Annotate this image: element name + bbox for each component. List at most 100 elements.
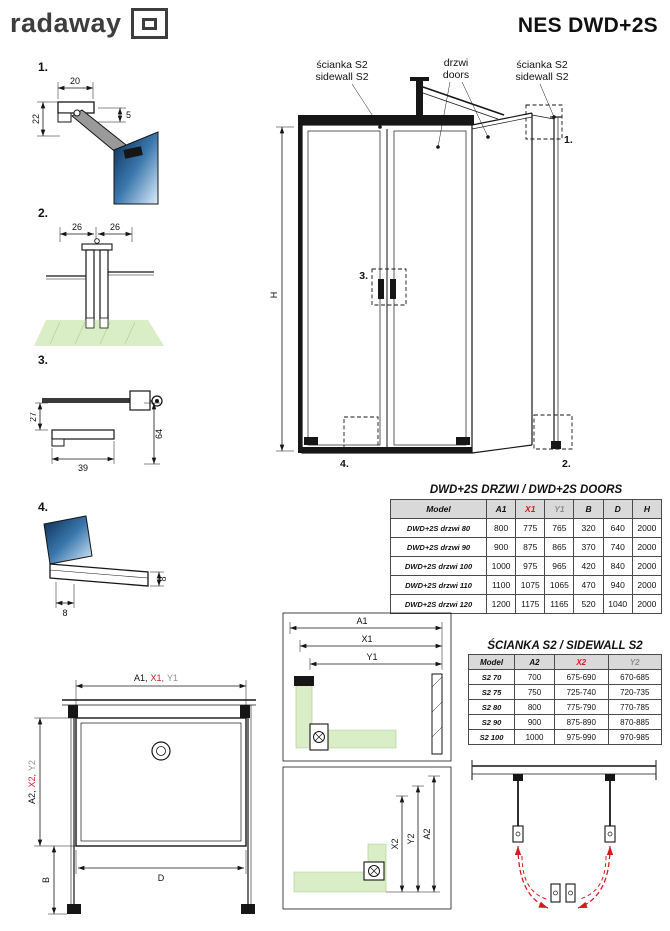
cell-value: 940 — [602, 575, 633, 595]
table-row: DWD+2S drzwi 80 800 775 765 320 640 2000 — [390, 518, 663, 538]
door-handle-left — [378, 279, 384, 299]
door-handle-right — [390, 279, 396, 299]
glass-edge — [42, 398, 142, 403]
table-row: DWD+2S drzwi 120 1200 1175 1165 520 1040… — [390, 594, 663, 614]
col-header: X2 — [554, 654, 609, 670]
callout-box-1 — [525, 104, 563, 140]
cell-value: 2000 — [631, 575, 663, 595]
callout-label-2: 2. — [562, 458, 571, 470]
cell-value: 965 — [544, 556, 575, 576]
cell-model: DWD+2S drzwi 100 — [390, 556, 487, 576]
col-header: X1 — [515, 499, 546, 519]
cell-value: 750 — [514, 684, 555, 700]
table-row: S2 75 750 725-740 720-735 — [468, 684, 662, 700]
detail-4-figure: 8 8 — [43, 515, 168, 618]
cell-value: 1175 — [515, 594, 546, 614]
radaway-logo: radaway — [10, 8, 168, 39]
table-row: DWD+2S drzwi 110 1100 1075 1065 470 940 … — [390, 575, 663, 595]
table-header-row: Model A1 X1 Y1 B D H — [390, 499, 663, 519]
threshold-profile — [49, 563, 149, 587]
dim-label: Y1 — [366, 652, 377, 662]
cell-value: 800 — [485, 518, 517, 538]
cell-value: 725-740 — [554, 684, 609, 700]
dim-label: 64 — [154, 429, 164, 439]
svg-text:sidewall S2: sidewall S2 — [315, 71, 368, 83]
col-header: B — [573, 499, 604, 519]
detail-1-label: 1. — [38, 60, 49, 74]
sidewall-table: Model A2 X2 Y2 S2 70 700 675-690 670-685… — [468, 654, 662, 745]
cell-value: 975-990 — [554, 729, 609, 745]
detail-3-figure: 27 39 64 — [30, 390, 164, 473]
cell-value: 420 — [573, 556, 604, 576]
callout-box-3 — [371, 268, 407, 306]
cell-value: 970-985 — [607, 729, 662, 745]
cell-value: 2000 — [631, 594, 663, 614]
cell-value: 870-885 — [607, 714, 662, 730]
cell-value: 765 — [544, 518, 575, 538]
cell-value: 720-735 — [607, 684, 662, 700]
dim-label: 8 — [158, 576, 168, 581]
cell-value: 875 — [515, 537, 546, 557]
bottom-profile — [51, 429, 115, 440]
cell-model: DWD+2S drzwi 110 — [390, 575, 487, 595]
shower-tray — [75, 717, 247, 847]
col-header: Y1 — [544, 499, 575, 519]
wall-post — [416, 81, 423, 115]
cell-value: 1200 — [485, 594, 517, 614]
cell-value: 520 — [573, 594, 604, 614]
callout-label-3: 3. — [359, 270, 368, 282]
cell-model: DWD+2S drzwi 120 — [390, 594, 487, 614]
cell-value: 1000 — [514, 729, 555, 745]
detail-4-label: 4. — [38, 500, 49, 514]
cell-value: 775-790 — [554, 699, 609, 715]
sidewall-table-title: ŚCIANKA S2 / SIDEWALL S2 — [487, 640, 643, 652]
table-row: DWD+2S drzwi 90 900 875 865 370 740 2000 — [390, 537, 663, 557]
door-panel-left — [307, 130, 381, 446]
swing-arc-left — [514, 845, 549, 909]
door-panel-right — [393, 130, 467, 446]
callout-box-4 — [343, 416, 379, 452]
corner-detail-bottom-figure: X2 Y2 A2 — [282, 766, 452, 910]
plan-b-dim-label: B — [41, 877, 51, 883]
door-clamp-right — [565, 883, 576, 903]
cell-value: 675-690 — [554, 669, 609, 685]
cell-model: DWD+2S drzwi 80 — [390, 518, 487, 538]
swing-arc-right — [577, 845, 614, 909]
plan-top-dim-label: A1,X1,Y1 — [134, 673, 178, 683]
table-row: S2 100 1000 975-990 970-985 — [468, 729, 662, 745]
detail-2-figure: 26 26 — [34, 222, 164, 346]
plan-figure: A1,X1,Y1 A2,X2,Y2 B D — [27, 673, 256, 915]
callout-label-1: 1. — [564, 134, 573, 146]
col-header: A1 — [485, 499, 517, 519]
svg-text:sidewall S2: sidewall S2 — [515, 71, 568, 83]
svg-text:doors: doors — [443, 69, 469, 81]
cell-value: 320 — [573, 518, 604, 538]
col-header: H — [631, 499, 663, 519]
doors-label: drzwi — [444, 57, 469, 69]
plan-d-dim-label: D — [158, 873, 165, 883]
cell-value: 775 — [515, 518, 546, 538]
table-row: S2 80 800 775-790 770-785 — [468, 699, 662, 715]
cell-value: 840 — [602, 556, 633, 576]
table-row: S2 70 700 675-690 670-685 — [468, 669, 662, 685]
wall-profile-right — [240, 705, 250, 718]
cell-value: 2000 — [631, 556, 663, 576]
dim-label: X1 — [361, 634, 372, 644]
cell-model: S2 75 — [468, 684, 515, 700]
cell-value: 865 — [544, 537, 575, 557]
detail-1-figure: 20 22 5 — [31, 76, 159, 205]
top-rail — [298, 115, 474, 125]
corner-detail-top-figure: A1 X1 Y1 — [282, 612, 452, 762]
glass-panel — [43, 515, 93, 565]
cell-value: 670-685 — [607, 669, 662, 685]
logo-square-icon — [130, 8, 168, 39]
cell-value: 1100 — [485, 575, 517, 595]
dim-label: 26 — [72, 222, 82, 232]
cell-value: 640 — [602, 518, 633, 538]
cell-value: 900 — [485, 537, 517, 557]
detail-2-label: 2. — [38, 206, 49, 220]
sidewall-right-label: ścianka S2 — [516, 59, 568, 71]
callout-box-2 — [533, 414, 573, 450]
cell-model: S2 100 — [468, 729, 515, 745]
